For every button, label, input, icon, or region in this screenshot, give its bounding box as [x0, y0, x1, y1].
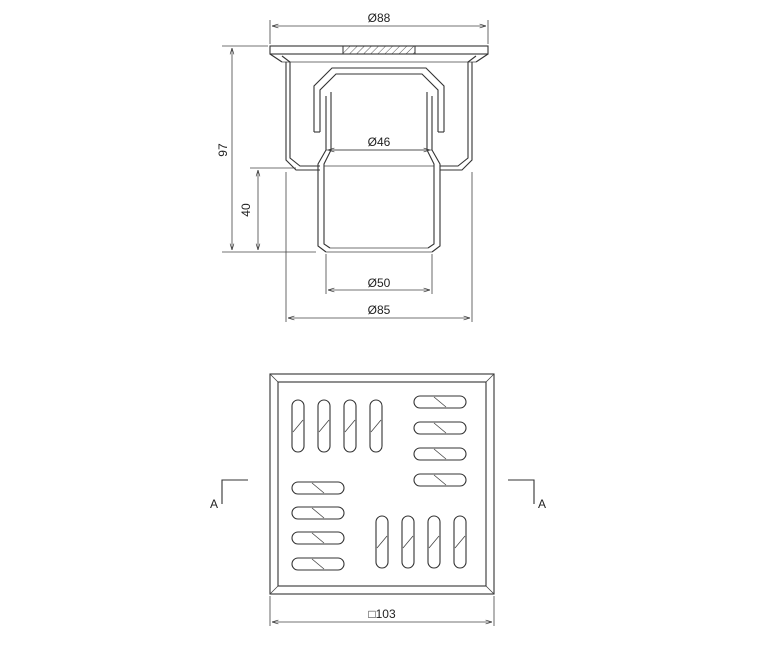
- grate-slot: [453, 515, 467, 569]
- dim-top-flange: Ø88: [269, 11, 489, 44]
- grate-slot-crossbar: [370, 419, 382, 433]
- grate-slots: [291, 395, 467, 571]
- grate-slot-crossbar: [311, 482, 325, 494]
- grate-slot: [343, 399, 357, 453]
- grate-slot-crossbar: [402, 535, 414, 549]
- grate-outer-frame: [269, 373, 495, 595]
- grate-slot: [291, 481, 345, 495]
- grate-slot-crossbar: [311, 558, 325, 570]
- grate-slot: [413, 447, 467, 461]
- top-flange: [269, 45, 489, 63]
- inner-tube: [317, 92, 441, 253]
- grate-slot-crossbar: [433, 422, 447, 434]
- dim-label-body: Ø85: [368, 303, 391, 317]
- section-marker-left: A: [210, 479, 248, 511]
- section-label-right: A: [538, 497, 546, 511]
- grate-slot-crossbar: [433, 474, 447, 486]
- dim-outlet-length: 40: [239, 167, 296, 250]
- grate-slot: [375, 515, 389, 569]
- grate-slot: [291, 557, 345, 571]
- grate-slot-crossbar: [433, 396, 447, 408]
- grate-slot: [413, 473, 467, 487]
- dim-outlet-diameter: Ø50: [325, 254, 433, 294]
- siphon-bell: [313, 67, 445, 133]
- grate-slot-crossbar: [433, 448, 447, 460]
- dim-total-height: 97: [216, 45, 316, 253]
- grate-slot: [291, 506, 345, 520]
- grate-slot: [291, 531, 345, 545]
- grate-slot-crossbar: [318, 419, 330, 433]
- dim-label-outlet-length: 40: [239, 203, 253, 217]
- section-label-left: A: [210, 497, 218, 511]
- dim-label-outlet: Ø50: [368, 276, 391, 290]
- grate-slot-crossbar: [376, 535, 388, 549]
- dim-label-inner: Ø46: [368, 135, 391, 149]
- dim-grate-size: □103: [269, 596, 495, 626]
- grate-slot-crossbar: [428, 535, 440, 549]
- grate-slot: [401, 515, 415, 569]
- dim-label-height: 97: [216, 143, 230, 157]
- section-view: Ø88 97 40 Ø46 Ø50: [216, 11, 489, 322]
- grate-slot-crossbar: [454, 535, 466, 549]
- grate-slot: [427, 515, 441, 569]
- grate-slot: [291, 399, 305, 453]
- dim-label-flange: Ø88: [368, 11, 391, 25]
- dim-label-grate: □103: [368, 607, 396, 621]
- grate-inner-frame: [277, 381, 487, 587]
- section-marker-right: A: [508, 479, 546, 511]
- grate-slot-crossbar: [311, 532, 325, 544]
- grate-slot: [413, 421, 467, 435]
- grate-slot-crossbar: [311, 507, 325, 519]
- body-walls: [281, 55, 477, 171]
- grate-view: A A □103: [210, 373, 546, 626]
- dim-inner-diameter: Ø46: [328, 135, 430, 150]
- dim-body-diameter: Ø85: [285, 172, 473, 322]
- grate-slot: [369, 399, 383, 453]
- grate-slot: [317, 399, 331, 453]
- grate-slot: [413, 395, 467, 409]
- grate-slot-crossbar: [292, 419, 304, 433]
- grate-slot-crossbar: [344, 419, 356, 433]
